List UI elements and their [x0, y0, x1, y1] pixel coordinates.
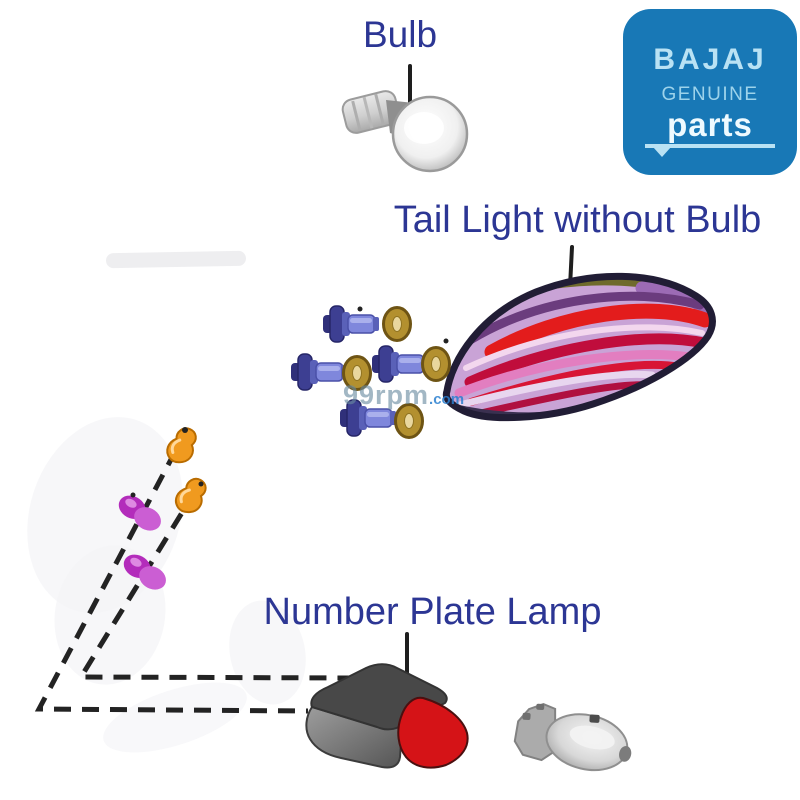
magenta-grommet-icon [118, 550, 172, 595]
watermark: 99rpm.com [343, 380, 464, 411]
screw-icon [322, 305, 380, 343]
orange-clip-icon [162, 425, 202, 466]
washer-icon [382, 306, 412, 342]
screw-icon [371, 345, 429, 383]
alignment-dashed-line [76, 488, 353, 681]
logo-brand-text: BAJAJ [653, 43, 767, 76]
logo-underline-arrow [645, 144, 775, 157]
washer-icon [421, 346, 451, 382]
number-plate-lamp-image [305, 663, 469, 769]
lamp-red-lens [397, 696, 469, 769]
tail-light-bulb-image [341, 90, 469, 173]
number-plate-lamp-label: Number Plate Lamp [263, 591, 602, 633]
logo-genuine-text: GENUINE [661, 84, 759, 105]
watermark-name: 99rpm [343, 380, 430, 410]
tail-light-image [442, 272, 716, 422]
logo-parts-text: parts [667, 106, 753, 143]
magenta-grommet-icon [113, 491, 167, 536]
watermark-domain: .com [429, 391, 465, 408]
alignment-dashed-line [34, 448, 309, 714]
bulb-label: Bulb [362, 14, 438, 55]
wedge-bulb-image [513, 702, 632, 772]
tail-light-label: Tail Light without Bulb [393, 199, 762, 241]
screw-icon [290, 353, 348, 391]
bajaj-genuine-parts-logo: BAJAJ GENUINE parts [623, 9, 797, 175]
